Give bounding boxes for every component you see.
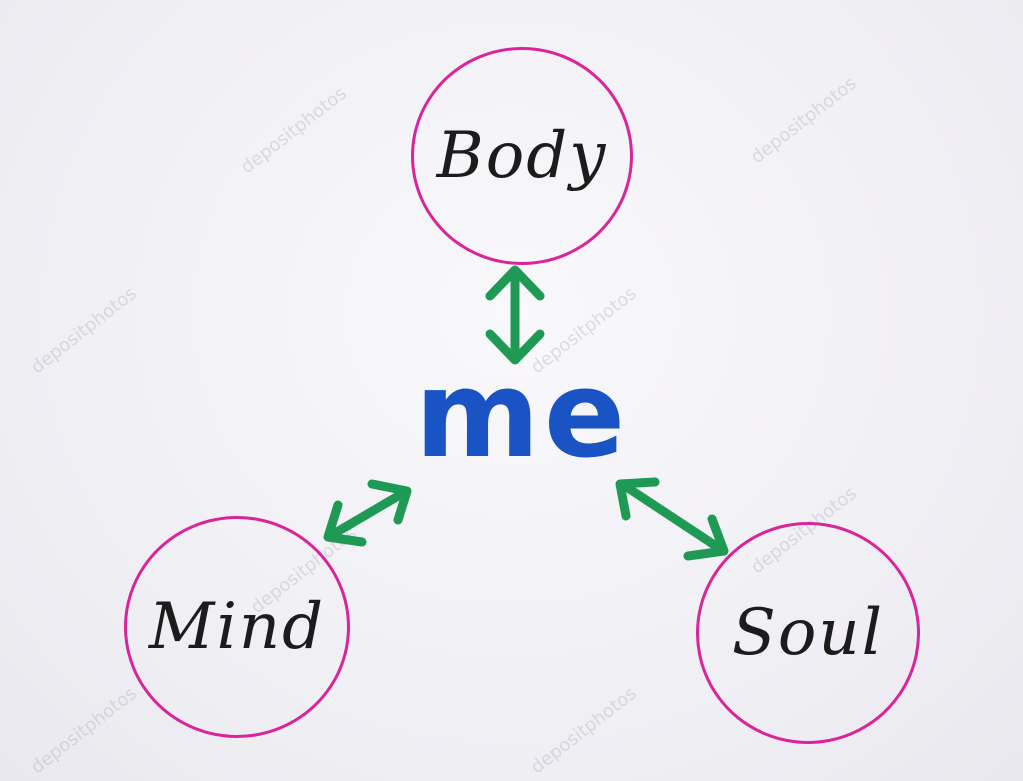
center-me-label: me xyxy=(414,345,630,485)
node-mind-label: Mind xyxy=(148,590,326,664)
arrow-mind-me xyxy=(323,479,412,547)
node-soul-label: Soul xyxy=(731,596,885,670)
arrow-me-soul xyxy=(615,477,729,561)
arrow-body-me xyxy=(485,265,545,365)
node-body-circle: Body xyxy=(411,47,633,265)
node-body-label: Body xyxy=(436,119,608,193)
node-soul-circle: Soul xyxy=(696,522,920,744)
node-mind-circle: Mind xyxy=(124,516,350,738)
